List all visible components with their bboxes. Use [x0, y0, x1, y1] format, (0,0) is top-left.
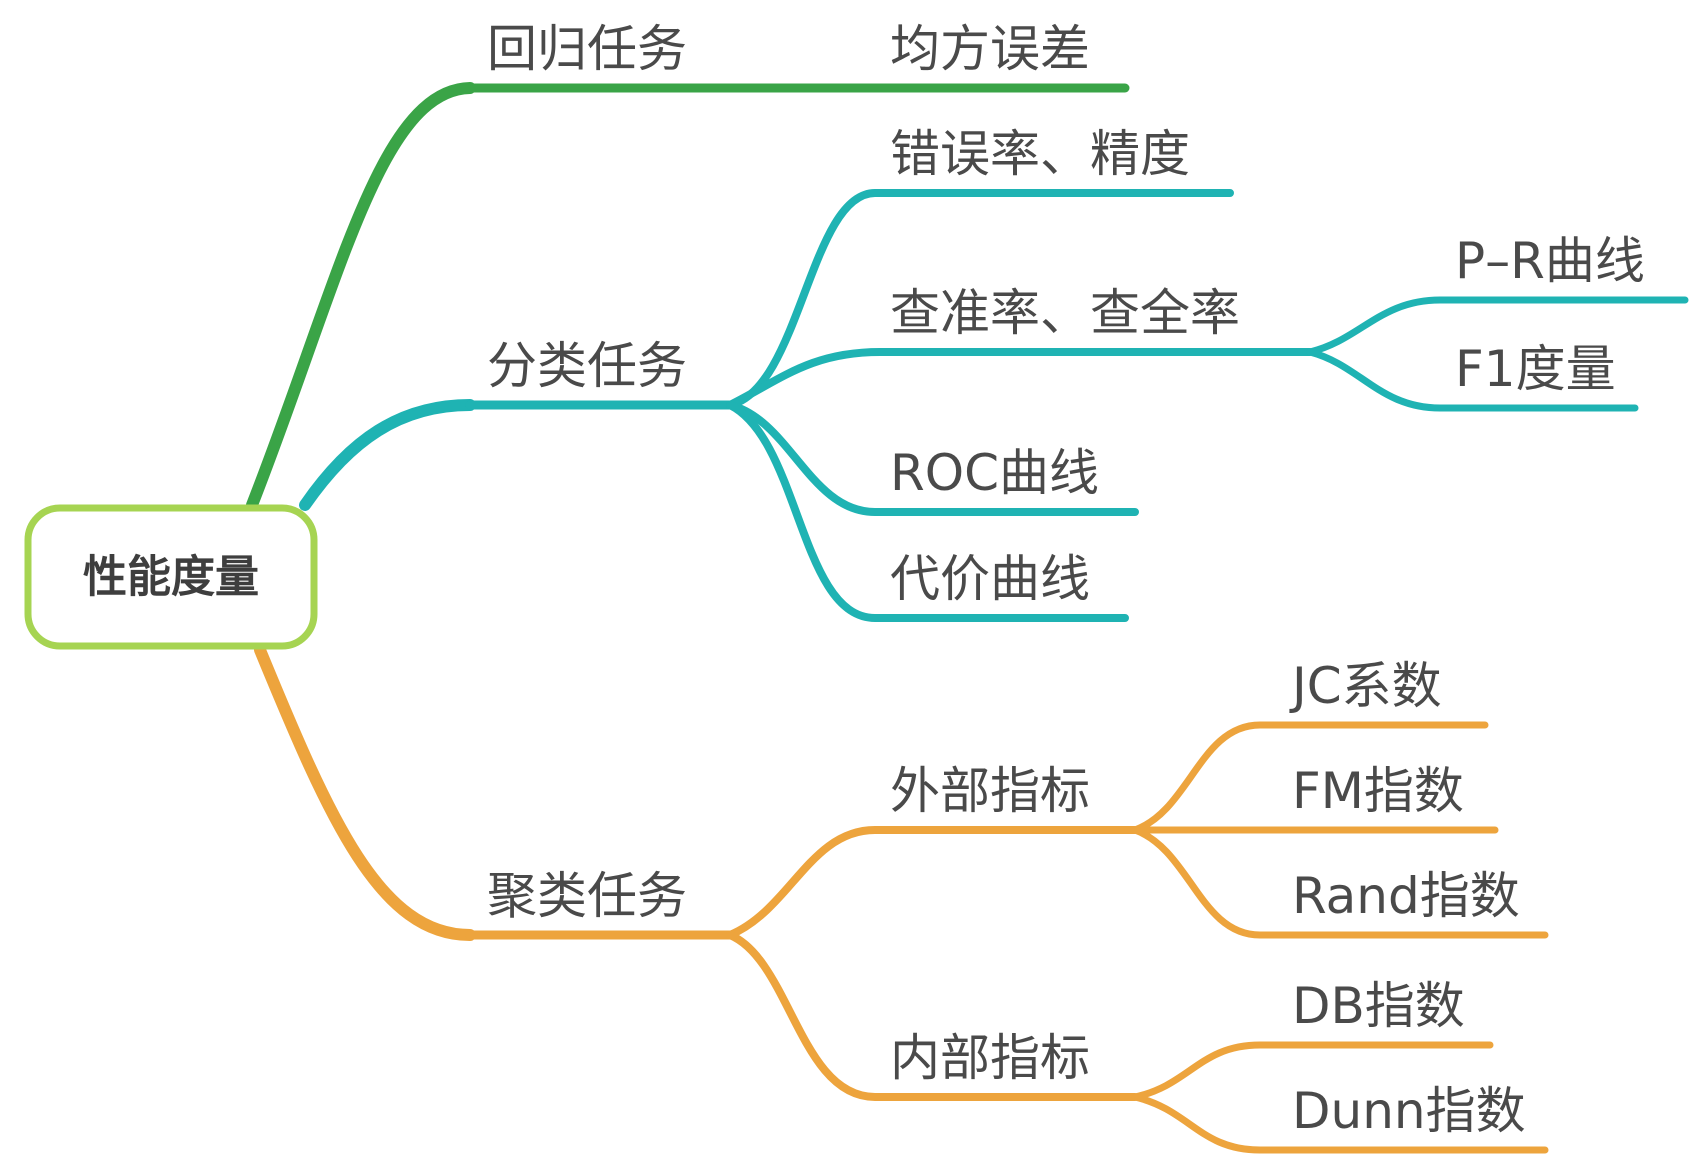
label-regression: 回归任务	[487, 20, 687, 78]
branch-clustering	[254, 644, 476, 941]
label-clustering: 聚类任务	[487, 867, 687, 925]
branch-internal	[726, 931, 1139, 1101]
branch-roc	[726, 401, 1139, 516]
label-external: 外部指标	[890, 762, 1090, 820]
label-cost-curve: 代价曲线	[890, 550, 1090, 608]
branch-cost-curve	[726, 401, 1129, 622]
branch-classification	[299, 399, 476, 511]
label-mse: 均方误差	[890, 20, 1090, 78]
label-db: DB指数	[1292, 977, 1465, 1035]
label-jc: JC系数	[1289, 657, 1442, 715]
label-error-rate: 错误率、精度	[890, 125, 1190, 183]
label-classification: 分类任务	[487, 337, 687, 395]
label-rand: Rand指数	[1292, 867, 1520, 925]
branch-dunn	[1131, 1093, 1549, 1154]
label-dunn: Dunn指数	[1292, 1082, 1526, 1140]
label-f1: F1度量	[1455, 340, 1616, 398]
branch-pr-curve	[1306, 296, 1689, 356]
root-label: 性能度量	[83, 552, 259, 603]
label-fm: FM指数	[1292, 762, 1464, 820]
branch-precision-recall	[726, 348, 1314, 409]
branch-external	[726, 826, 1139, 939]
branch-rand	[1131, 826, 1549, 939]
label-roc: ROC曲线	[890, 444, 1099, 502]
branch-f1	[1306, 348, 1639, 412]
branch-db	[1131, 1041, 1494, 1101]
label-internal: 内部指标	[890, 1029, 1090, 1087]
branch-regression	[246, 82, 476, 511]
root-node	[24, 504, 318, 650]
label-pr-curve: P–R曲线	[1455, 232, 1645, 290]
label-precision-recall: 查准率、查全率	[890, 284, 1240, 342]
branch-jc	[1131, 721, 1489, 834]
